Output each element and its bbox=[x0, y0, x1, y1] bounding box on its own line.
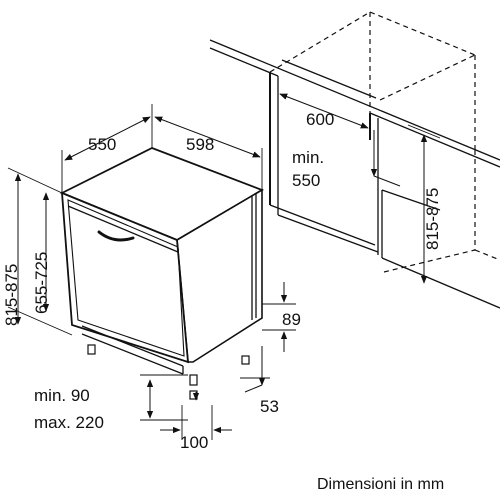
label-plinth-depth-max: max. 220 bbox=[34, 413, 104, 432]
dimension-lines bbox=[7, 93, 441, 440]
label-niche-height: 815-875 bbox=[423, 188, 442, 250]
door-handle-icon bbox=[97, 230, 135, 242]
label-plinth-depth-min: min. 90 bbox=[34, 386, 90, 405]
dishwasher-body bbox=[59, 147, 265, 375]
label-niche-min-line2: 550 bbox=[292, 171, 320, 190]
label-plinth-height: 89 bbox=[282, 310, 301, 329]
label-foot-offset: 53 bbox=[260, 397, 279, 416]
label-door-height: 655-725 bbox=[32, 252, 51, 314]
label-niche-width: 600 bbox=[306, 110, 334, 129]
kitchen-niche bbox=[209, 11, 500, 309]
label-appliance-height: 815-875 bbox=[2, 264, 21, 326]
label-appliance-depth: 550 bbox=[88, 135, 116, 154]
units-caption: Dimensioni in mm bbox=[317, 476, 444, 493]
label-plinth-setback: 100 bbox=[180, 433, 208, 452]
label-niche-min-line1: min. bbox=[292, 148, 324, 167]
label-appliance-width: 598 bbox=[186, 135, 214, 154]
